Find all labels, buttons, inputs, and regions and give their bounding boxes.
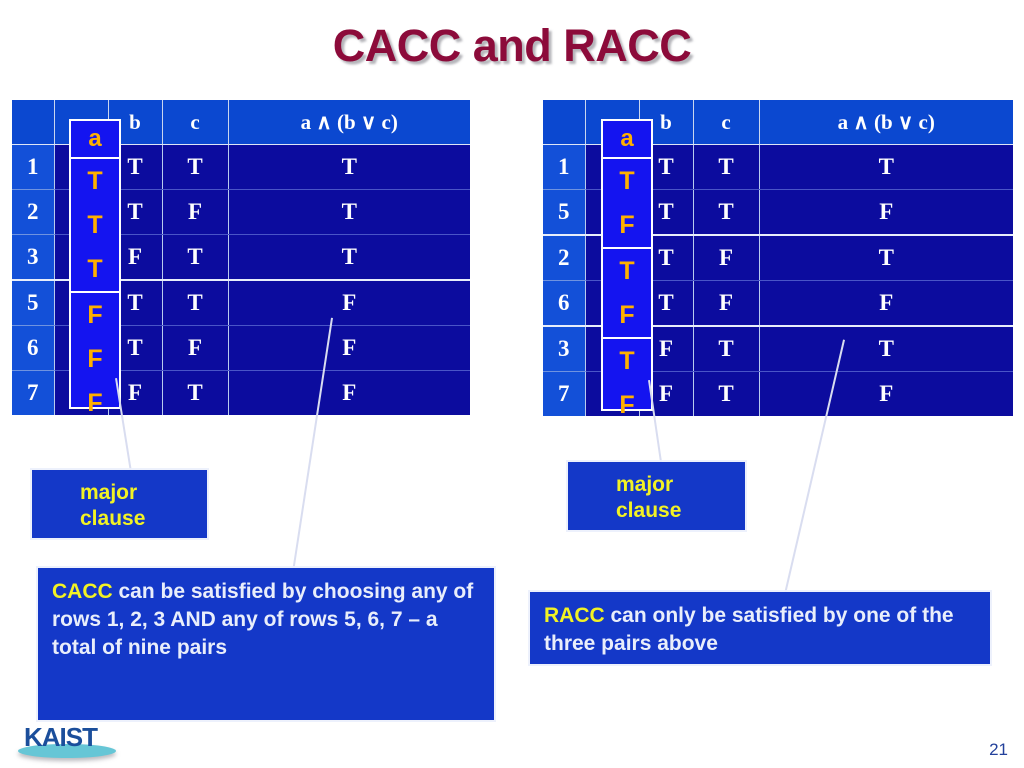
callout-line-1: major bbox=[616, 473, 674, 496]
cell-result: F bbox=[228, 325, 470, 371]
cell-result: T bbox=[759, 144, 1013, 190]
cell-c: F bbox=[693, 235, 760, 281]
callout-cacc-note: CACC can be satisfied by choosing any of… bbox=[38, 568, 494, 720]
cell-row-number: 5 bbox=[543, 189, 586, 236]
table-row: 3TFTT bbox=[12, 234, 470, 281]
cell-row-number: 7 bbox=[12, 370, 55, 415]
cell-c: T bbox=[162, 234, 229, 281]
highlight-header-a: a bbox=[71, 121, 119, 159]
highlight-value: F bbox=[619, 300, 635, 329]
cell-result: F bbox=[759, 189, 1013, 236]
callout-line-2: clause bbox=[80, 507, 146, 531]
callout-racc-note: RACC can only be satisfied by one of the… bbox=[530, 592, 990, 664]
cell-result: F bbox=[228, 370, 470, 415]
highlight-value: T bbox=[87, 166, 103, 195]
highlight-value: F bbox=[619, 210, 635, 239]
logo-wordmark: KAIST bbox=[24, 722, 98, 752]
racc-note-text: can only be satisfied by one of the thre… bbox=[544, 604, 954, 656]
highlight-value: F bbox=[619, 390, 635, 419]
cell-c: T bbox=[162, 144, 229, 190]
column-header-formula: a ∧ (b ∨ c) bbox=[228, 100, 470, 145]
highlight-value: F bbox=[87, 344, 103, 373]
table-body: 1TTTT2TTFT3TFTT5FTTF6FTFF7FFTF bbox=[12, 144, 470, 415]
cell-result: F bbox=[759, 371, 1013, 416]
highlight-value: F bbox=[87, 388, 103, 417]
cell-c: F bbox=[162, 189, 229, 235]
logo-dish-icon bbox=[18, 744, 116, 758]
callout-line-2: clause bbox=[616, 499, 682, 523]
cacc-truth-table: a b c a ∧ (b ∨ c) 1TTTT2TTFT3TFTT5FTTF6F… bbox=[12, 100, 470, 415]
highlight-value: T bbox=[87, 254, 103, 283]
cell-c: T bbox=[162, 280, 229, 326]
cell-row-number: 7 bbox=[543, 371, 586, 416]
kaist-logo: KAIST bbox=[16, 718, 121, 764]
table-header-row: a b c a ∧ (b ∨ c) bbox=[12, 100, 470, 145]
cell-result: T bbox=[228, 189, 470, 235]
column-header-c: c bbox=[693, 100, 760, 145]
cell-row-number: 1 bbox=[12, 144, 55, 190]
highlight-value: T bbox=[87, 210, 103, 239]
highlight-value: T bbox=[619, 256, 635, 285]
cell-result: F bbox=[759, 280, 1013, 327]
page-number: 21 bbox=[989, 740, 1008, 759]
table-row: 2TTFT bbox=[12, 189, 470, 235]
cell-row-number: 3 bbox=[543, 326, 586, 372]
cell-result: T bbox=[228, 234, 470, 281]
column-header-c: c bbox=[162, 100, 229, 145]
cell-result: T bbox=[759, 235, 1013, 281]
cell-row-number: 2 bbox=[12, 189, 55, 235]
cell-c: F bbox=[162, 325, 229, 371]
highlight-value: T bbox=[619, 346, 635, 375]
highlight-value: T bbox=[619, 166, 635, 195]
highlight-value: F bbox=[87, 300, 103, 329]
cell-result: T bbox=[759, 326, 1013, 372]
page-title: CACC and RACC bbox=[332, 20, 692, 71]
cacc-keyword: CACC bbox=[52, 580, 113, 603]
racc-keyword: RACC bbox=[544, 604, 605, 627]
highlight-header-a: a bbox=[603, 121, 651, 159]
callout-major-clause-right: major clause bbox=[568, 462, 745, 530]
cell-result: F bbox=[228, 280, 470, 326]
column-header-formula: a ∧ (b ∨ c) bbox=[759, 100, 1013, 145]
table-row: 5FTTF bbox=[12, 280, 470, 326]
cell-c: T bbox=[693, 371, 760, 416]
cell-row-number: 6 bbox=[543, 280, 586, 327]
cell-c: T bbox=[693, 326, 760, 372]
cell-row-number: 1 bbox=[543, 144, 586, 190]
cell-result: T bbox=[228, 144, 470, 190]
cell-row-number: 6 bbox=[12, 325, 55, 371]
callout-line-1: major bbox=[80, 481, 138, 504]
cell-row-number: 3 bbox=[12, 234, 55, 281]
cell-c: F bbox=[693, 280, 760, 327]
column-header-rownum bbox=[12, 100, 55, 145]
cell-row-number: 2 bbox=[543, 235, 586, 281]
column-header-rownum bbox=[543, 100, 586, 145]
cell-row-number: 5 bbox=[12, 280, 55, 326]
cacc-note-text: can be satisfied by choosing any of rows… bbox=[52, 580, 474, 660]
callout-major-clause-left: major clause bbox=[32, 470, 207, 538]
cell-c: T bbox=[162, 370, 229, 415]
cell-c: T bbox=[693, 189, 760, 236]
cell-c: T bbox=[693, 144, 760, 190]
